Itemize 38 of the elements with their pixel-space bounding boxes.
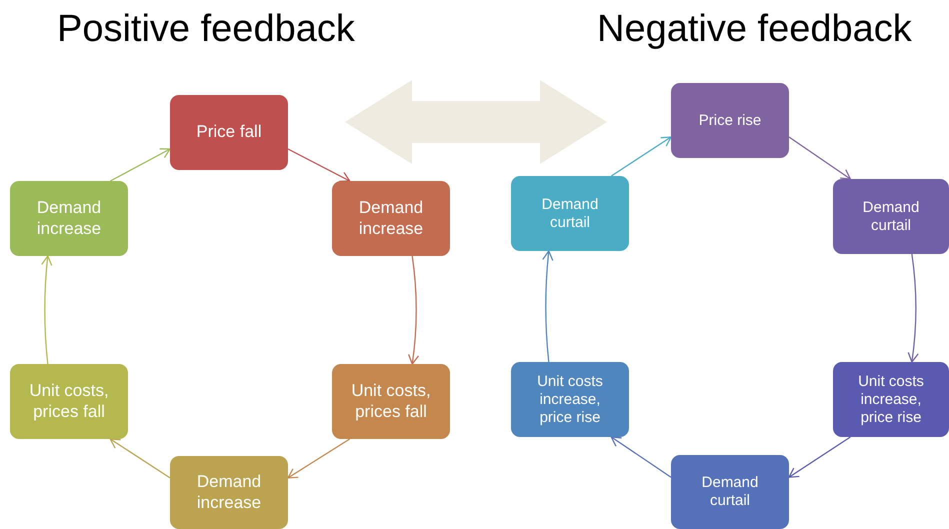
box-label: Unit costs increase, price rise <box>857 372 925 426</box>
box-label: Demand increase <box>36 198 102 239</box>
process-box <box>511 176 629 251</box>
arrow <box>788 136 851 180</box>
arrow <box>110 148 171 182</box>
box-label: Demand curtail <box>700 474 760 510</box>
heading: Positive feedback <box>57 8 355 51</box>
process-box <box>671 455 789 529</box>
heading: Negative feedback <box>597 8 912 51</box>
box-label: Demand increase <box>196 472 262 513</box>
process-box <box>511 362 629 437</box>
box-label: Unit costs, prices fall <box>28 381 110 422</box>
process-box <box>10 364 128 439</box>
process-box <box>332 181 450 256</box>
process-box <box>332 364 450 439</box>
arrow <box>542 250 554 362</box>
process-box <box>10 181 128 256</box>
arrow <box>408 256 419 365</box>
process-box <box>170 456 288 529</box>
arrow <box>788 436 851 478</box>
arrow <box>908 254 919 363</box>
arrow <box>110 438 170 478</box>
process-box <box>833 179 949 254</box>
box-label: Price fall <box>196 122 262 143</box>
box-label: Price rise <box>698 112 762 130</box>
arrow <box>41 255 52 364</box>
box-label: Demand increase <box>358 198 424 239</box>
box-label: Unit costs increase, price rise <box>536 372 604 426</box>
box-label: Unit costs, prices fall <box>350 381 432 422</box>
arrow <box>288 148 350 182</box>
process-box <box>671 83 789 158</box>
process-box <box>833 362 949 437</box>
box-label: Demand curtail <box>862 198 920 234</box>
arrow <box>287 438 350 478</box>
box-label: Demand curtail <box>540 196 600 232</box>
arrow <box>610 136 672 176</box>
arrow <box>610 436 672 478</box>
process-box <box>170 95 288 170</box>
